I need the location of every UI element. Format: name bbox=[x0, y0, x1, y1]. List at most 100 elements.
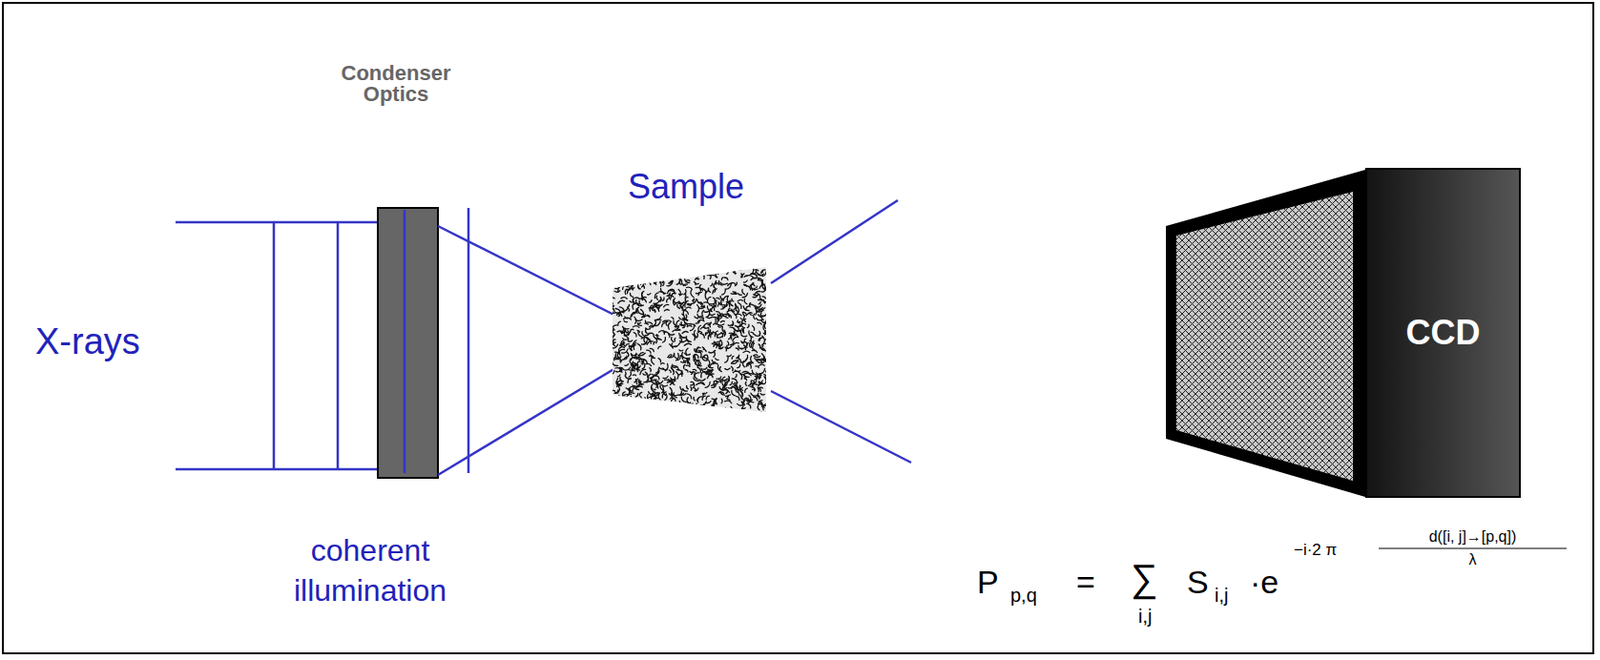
texture-stroke bbox=[759, 401, 763, 406]
texture-stroke bbox=[716, 324, 724, 327]
texture-stroke bbox=[725, 347, 727, 352]
texture-stroke bbox=[638, 353, 646, 356]
texture-stroke bbox=[735, 310, 738, 312]
texture-stroke bbox=[681, 405, 683, 410]
texture-stroke bbox=[624, 405, 632, 409]
texture-stroke bbox=[638, 281, 641, 290]
texture-stroke bbox=[663, 279, 665, 286]
texture-stroke bbox=[702, 393, 707, 395]
texture-stroke bbox=[733, 387, 737, 392]
texture-stroke bbox=[617, 283, 624, 288]
texture-stroke bbox=[725, 395, 728, 398]
texture-stroke bbox=[674, 338, 676, 342]
texture-stroke bbox=[699, 378, 707, 381]
texture-stroke bbox=[624, 316, 628, 319]
texture-stroke bbox=[708, 323, 711, 328]
texture-stroke bbox=[687, 303, 691, 306]
texture-stroke bbox=[685, 314, 687, 318]
texture-stroke bbox=[678, 290, 681, 296]
texture-stroke bbox=[707, 365, 713, 369]
texture-stroke bbox=[658, 304, 663, 306]
texture-stroke bbox=[732, 342, 739, 346]
texture-stroke bbox=[623, 367, 631, 371]
texture-stroke bbox=[633, 342, 637, 350]
texture-stroke bbox=[617, 374, 621, 377]
texture-stroke bbox=[708, 272, 711, 279]
texture-stroke bbox=[622, 396, 626, 399]
texture-stroke bbox=[664, 310, 669, 312]
texture-stroke bbox=[650, 375, 655, 378]
texture-stroke bbox=[616, 395, 620, 401]
texture-stroke bbox=[753, 293, 760, 295]
texture-stroke bbox=[702, 274, 705, 280]
texture-stroke bbox=[732, 333, 736, 336]
texture-stroke bbox=[758, 381, 765, 385]
texture-stroke bbox=[742, 289, 746, 294]
texture-stroke bbox=[727, 310, 734, 312]
texture-stroke bbox=[742, 407, 747, 410]
texture-stroke bbox=[686, 385, 689, 389]
texture-stroke bbox=[722, 289, 727, 295]
texture-stroke bbox=[744, 298, 748, 304]
texture-stroke bbox=[741, 358, 748, 363]
texture-stroke bbox=[760, 394, 765, 395]
texture-stroke bbox=[612, 340, 615, 347]
texture-stroke bbox=[649, 368, 652, 373]
formula-symbol: S bbox=[1186, 565, 1209, 599]
texture-stroke bbox=[611, 370, 615, 375]
texture-stroke bbox=[685, 336, 691, 343]
texture-stroke bbox=[749, 342, 751, 348]
texture-stroke bbox=[654, 277, 659, 279]
texture-stroke bbox=[636, 262, 639, 268]
texture-stroke bbox=[644, 320, 648, 325]
texture-stroke bbox=[681, 396, 686, 403]
texture-stroke bbox=[765, 338, 770, 340]
texture-stroke bbox=[679, 349, 684, 352]
ccd-front bbox=[1165, 169, 1366, 498]
texture-stroke bbox=[618, 386, 621, 393]
texture-stroke bbox=[626, 405, 629, 412]
ccd-label: CCD bbox=[1406, 312, 1481, 354]
texture-stroke bbox=[726, 316, 728, 319]
texture-stroke bbox=[680, 386, 685, 391]
texture-stroke bbox=[695, 263, 698, 267]
texture-stroke bbox=[650, 354, 656, 359]
texture-stroke bbox=[714, 271, 719, 273]
texture-stroke bbox=[735, 348, 739, 351]
texture-stroke bbox=[699, 351, 703, 353]
texture-stroke bbox=[730, 270, 734, 272]
texture-stroke bbox=[706, 296, 710, 302]
texture-stroke bbox=[677, 329, 681, 332]
texture-stroke bbox=[680, 276, 683, 282]
texture-stroke bbox=[741, 394, 745, 400]
texture-stroke bbox=[701, 270, 705, 276]
texture-stroke bbox=[666, 298, 669, 303]
texture-stroke bbox=[727, 312, 729, 317]
texture-stroke bbox=[718, 302, 725, 306]
texture-stroke bbox=[727, 386, 733, 389]
texture-stroke bbox=[761, 290, 766, 292]
texture-stroke bbox=[758, 299, 766, 304]
texture-stroke bbox=[768, 272, 774, 275]
texture-stroke bbox=[651, 373, 659, 376]
texture-stroke bbox=[614, 290, 621, 292]
texture-stroke bbox=[717, 336, 723, 338]
texture-stroke bbox=[694, 408, 700, 415]
texture-stroke bbox=[651, 321, 656, 327]
texture-stroke bbox=[668, 354, 675, 358]
texture-stroke bbox=[764, 356, 769, 362]
texture-stroke bbox=[764, 349, 769, 353]
texture-stroke bbox=[751, 380, 755, 382]
texture-stroke bbox=[648, 392, 656, 395]
texture-stroke bbox=[611, 325, 618, 331]
texture-stroke bbox=[731, 260, 736, 268]
texture-stroke bbox=[644, 277, 650, 282]
texture-stroke bbox=[650, 406, 657, 410]
texture-stroke bbox=[648, 332, 655, 335]
texture-stroke bbox=[725, 269, 728, 271]
texture-stroke bbox=[744, 275, 748, 277]
texture-stroke bbox=[696, 278, 700, 280]
texture-stroke bbox=[629, 358, 631, 365]
texture-stroke bbox=[686, 261, 688, 266]
sum-symbol: ∑ bbox=[1130, 559, 1159, 598]
